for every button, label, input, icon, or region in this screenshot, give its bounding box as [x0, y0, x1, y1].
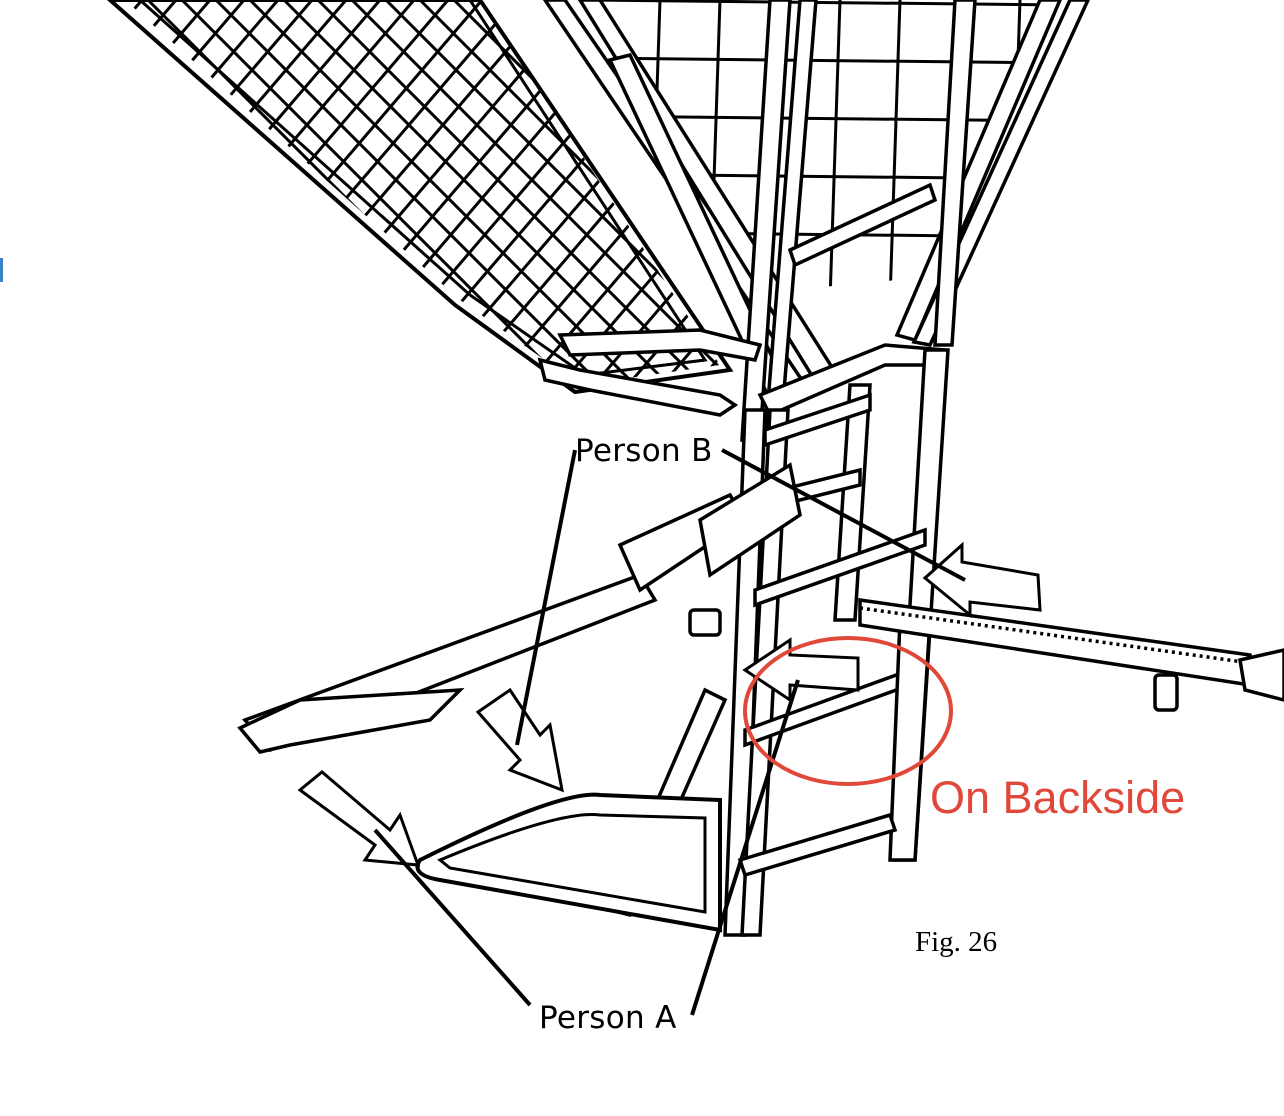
grid-wire: [590, 0, 1040, 7]
label-person-a: Person A: [539, 1000, 677, 1036]
leader-lines: [373, 448, 966, 1016]
figure-caption: Fig. 26: [915, 926, 998, 958]
mesh-wire: [125, 0, 382, 385]
support-bar-right: [688, 597, 1284, 712]
mesh-wire: [0, 0, 40, 420]
mesh-wire: [125, 0, 246, 385]
mesh-wire: [0, 0, 92, 420]
arrow-right-side: [922, 541, 1042, 619]
mesh-wire: [0, 0, 58, 420]
mesh-wire: [0, 0, 6, 420]
mesh-wire: [125, 0, 280, 385]
page-edge-mark: [0, 258, 3, 282]
arrow-person-a: [297, 770, 421, 867]
mesh-wire: [0, 0, 74, 420]
grid-wire: [590, 56, 1040, 65]
mesh-wire: [125, 0, 178, 385]
footrest-frame: [415, 792, 722, 933]
grid-wire: [828, 0, 842, 290]
support-bar-left: [237, 462, 802, 754]
mesh-wire: [125, 0, 162, 385]
label-person-b: Person B: [575, 433, 713, 469]
mesh-wire: [125, 0, 196, 385]
label-on-backside: On Backside: [930, 772, 1186, 823]
mesh-wire: [125, 0, 144, 385]
grid-wire: [888, 0, 902, 290]
backside-callout-circle: [743, 636, 953, 786]
mesh-wire: [125, 0, 128, 385]
arrow-backside: [742, 637, 860, 703]
mesh-wire: [125, 0, 314, 385]
mesh-wire: [0, 0, 108, 420]
mesh-wire: [125, 0, 298, 385]
mesh-wire: [180, 0, 604, 385]
mesh-wire: [125, 0, 348, 385]
mesh-wire: [384, 0, 720, 385]
mesh-wire: [125, 0, 230, 385]
cage-frame: [537, 0, 1090, 442]
mesh-wire: [0, 0, 24, 420]
mesh-wire: [125, 0, 400, 385]
mesh-panel-left: [0, 0, 734, 420]
